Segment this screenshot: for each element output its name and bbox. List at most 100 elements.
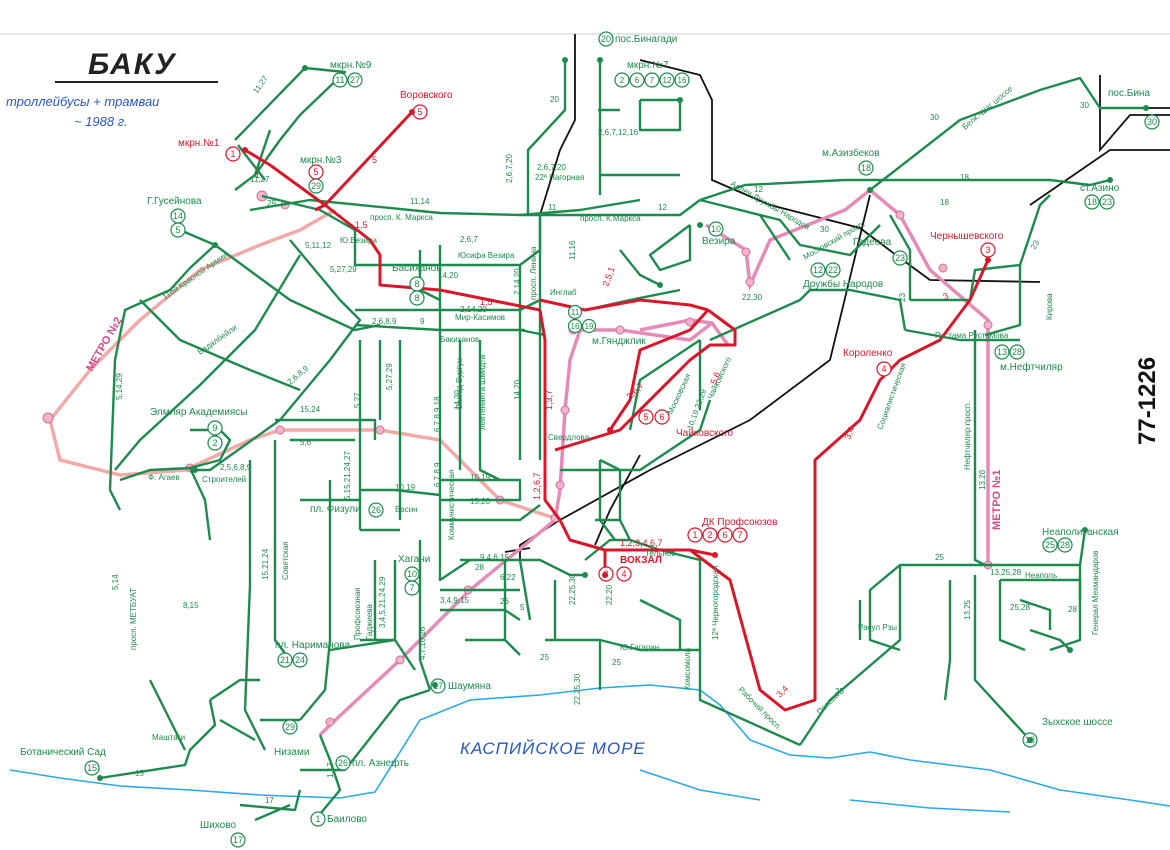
svg-text:1,5: 1,5 [480, 297, 493, 307]
street-kommunisticheskaya: Коммунистическая [447, 470, 456, 540]
svg-text:12: 12 [754, 185, 763, 194]
terminal-mkr1-routes: 1 [225, 146, 241, 162]
svg-text:2,14,20: 2,14,20 [460, 305, 487, 314]
terminal-mkr9-routes: 11 27 [332, 72, 363, 88]
terminal-chaikovskogo-routes: 5 6 [638, 409, 670, 425]
svg-text:11,14: 11,14 [410, 197, 430, 206]
svg-text:10,19: 10,19 [470, 473, 491, 482]
terminal-gadeeva-routes: 23 [892, 250, 908, 266]
terminal-shaumyana-label: Шаумяна [448, 681, 491, 692]
terminal-basikhanov-label: Басиханов [392, 263, 442, 274]
svg-text:1,17: 1,17 [326, 762, 335, 778]
terminal-chernyshevskogo-label: Чернышевского [930, 231, 1004, 242]
terminal-neapol-routes: 25 28 [1042, 537, 1073, 553]
svg-text:13,28: 13,28 [978, 469, 987, 490]
svg-text:5,14,29: 5,14,29 [115, 373, 124, 400]
svg-text:14,20: 14,20 [513, 379, 522, 400]
svg-text:9: 9 [212, 423, 217, 433]
svg-text:1,2,3,4,6,7: 1,2,3,4,6,7 [620, 538, 663, 548]
svg-text:25: 25 [835, 687, 844, 696]
svg-text:6,7,8,9: 6,7,8,9 [433, 462, 442, 487]
svg-text:17: 17 [433, 681, 443, 691]
svg-text:2: 2 [212, 438, 217, 448]
street-neftchilar: Нефтчиляр просп. [963, 402, 972, 470]
svg-text:14,20: 14,20 [453, 389, 462, 410]
svg-text:17: 17 [265, 796, 274, 805]
svg-text:2,6,7,20: 2,6,7,20 [505, 154, 514, 183]
terminal-mkr1-label: мкрн.№1 [178, 138, 220, 149]
street-yusifa-vezira: Юсифа Везира [458, 251, 515, 260]
terminal-mkr3-label: мкрн.№3 [300, 155, 342, 166]
metro-line-2 [48, 208, 561, 522]
svg-text:14,20: 14,20 [438, 271, 459, 280]
street-telnov: Тельнов [645, 549, 676, 558]
svg-text:25: 25 [540, 653, 549, 662]
svg-text:9: 9 [420, 317, 425, 326]
svg-text:15,20: 15,20 [470, 497, 491, 506]
sea-label: КАСПИЙСКОЕ МОРЕ [460, 738, 646, 758]
street-general-meh: Генерал Мехмандаров [1091, 550, 1100, 635]
terminal-korolenko-label: Короленко [843, 348, 893, 359]
terminal-vorovskogo-routes: 5 [412, 104, 428, 120]
svg-text:2,6,7,20: 2,6,7,20 [537, 163, 566, 172]
terminal-bailovo-label: Баилово [327, 814, 367, 825]
terminal-bina-routes: 30 [1144, 114, 1160, 130]
svg-text:29: 29 [311, 181, 321, 191]
terminal-ganjlik-label: м.Гянджлик [592, 336, 646, 347]
terminal-mkr7-label: мкрн.№7 [627, 60, 669, 71]
terminal-azizbekov-label: м.Азизбеков [822, 147, 880, 159]
svg-text:11: 11 [571, 308, 580, 317]
svg-text:3: 3 [985, 245, 990, 255]
terminal-bina-label: пос.Бина [1108, 88, 1150, 99]
street-neapol: Неаполь [1025, 571, 1057, 580]
terminal-vezira-label: Везира [702, 236, 736, 247]
svg-text:28: 28 [475, 563, 484, 572]
map-subtitle: троллейбусы + трамваи [6, 94, 159, 109]
terminal-korolenko-routes: 4 [876, 361, 892, 377]
svg-text:25: 25 [1045, 540, 1055, 550]
svg-text:15,21,24: 15,21,24 [261, 548, 270, 580]
street-inglab: Инглаб [550, 288, 577, 297]
terminal-gadeeva-label: Гадеева [853, 237, 892, 248]
svg-text:5,15,21,24,27: 5,15,21,24,27 [343, 451, 352, 500]
svg-text:22,25,30: 22,25,30 [573, 673, 582, 705]
terminal-shikhovo-routes: 17 [230, 832, 246, 848]
caspian-shoreline [9, 684, 1170, 813]
svg-text:30: 30 [1080, 101, 1089, 110]
street-sverdlova: Свердлова [548, 433, 590, 442]
svg-text:10,19: 10,19 [395, 483, 416, 492]
tram-terminus-dots [242, 109, 991, 578]
svg-text:8,15: 8,15 [183, 601, 199, 610]
map-year: ~ 1988 г. [74, 114, 128, 129]
terminal-binagadi-label: пос.Бинагади [615, 34, 677, 45]
terminal-azneft-routes: 26 [335, 755, 351, 771]
street-bakikhanov: Бакиханов [440, 335, 479, 344]
svg-text:6: 6 [722, 530, 727, 540]
terminal-dk-label: ДК Профсоюзов [702, 516, 777, 528]
svg-text:5: 5 [520, 603, 525, 612]
svg-text:11: 11 [335, 75, 344, 85]
svg-text:28: 28 [1068, 605, 1077, 614]
svg-text:30: 30 [820, 225, 829, 234]
svg-text:11: 11 [548, 203, 557, 212]
terminal-azneft-label: пл. Азнефть [352, 757, 409, 769]
svg-text:8: 8 [414, 293, 419, 303]
terminal-azino-label: ст.Азино [1080, 183, 1120, 194]
svg-text:7: 7 [737, 530, 742, 540]
svg-text:12: 12 [663, 76, 672, 85]
terminal-azizbekov-routes: 18 [858, 160, 874, 176]
svg-text:3,4,9,15: 3,4,9,15 [440, 596, 469, 605]
terminal-akademiyasy-label: Элмляр Академиясы [150, 407, 247, 418]
metro-line-1 [318, 187, 990, 737]
street-yu-vezira: Ю.Везира [340, 236, 378, 245]
street-k-marksa-east: просп. К.Маркса [580, 214, 641, 223]
svg-text:18: 18 [1087, 197, 1097, 207]
terminal-botanicheskiy-label: Ботанический Сад [20, 747, 106, 758]
svg-text:5: 5 [643, 412, 648, 422]
svg-text:1,3,7: 1,3,7 [544, 390, 554, 410]
terminal-botanicheskiy-routes: 15 [84, 760, 100, 776]
svg-text:10: 10 [407, 569, 417, 579]
svg-text:2: 2 [620, 76, 625, 85]
svg-text:2,6,8,9: 2,6,8,9 [372, 317, 397, 326]
